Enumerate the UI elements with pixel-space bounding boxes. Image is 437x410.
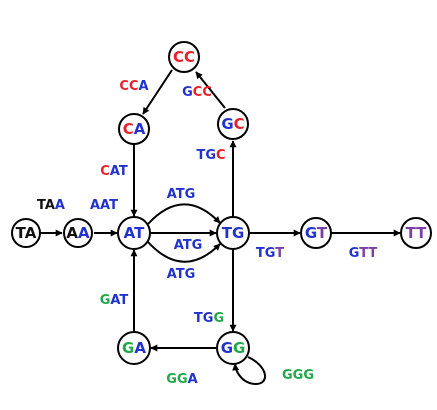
node-ca-label: CA	[123, 120, 146, 138]
edge-ta-aa-label: TAA	[37, 198, 65, 213]
edge-gc-cc	[195, 71, 226, 109]
edge-gc-cc-label: GCC	[182, 85, 212, 100]
edge-label-part: ATG	[167, 267, 196, 282]
edge-label-part: TT	[359, 246, 377, 261]
edge-label-part: A	[188, 372, 198, 387]
node-label-part: A	[134, 120, 146, 138]
node-ga-label: GA	[122, 339, 146, 357]
node-ga-circle	[117, 331, 151, 365]
edge-label-part: C	[216, 148, 226, 163]
edge-label-part: ATG	[167, 187, 196, 202]
edge-label-part: G	[349, 246, 359, 261]
edge-at-tg-bottom-label: ATG	[167, 267, 196, 282]
node-label-part: A	[78, 224, 90, 242]
node-label-part: G	[122, 339, 134, 357]
node-label-part: G	[221, 339, 233, 357]
node-label-part: AT	[124, 224, 145, 242]
edge-label-part: TG	[196, 148, 216, 163]
node-aa: AA	[63, 218, 93, 248]
edge-label-part: ATG	[174, 238, 203, 253]
edge-label-part: GGG	[282, 368, 314, 383]
node-gc-label: GC	[221, 115, 244, 133]
node-ga: GA	[117, 331, 151, 365]
node-label-part: C	[123, 120, 134, 138]
node-label-part: TT	[406, 224, 428, 242]
edge-at-tg-bottom	[147, 241, 221, 263]
node-cc-label: CC	[173, 48, 195, 66]
edge-label-part: AAT	[90, 198, 118, 213]
node-label-part: CC	[173, 48, 195, 66]
node-label-part: G	[233, 339, 245, 357]
node-gg-label: GG	[221, 339, 246, 357]
node-ta-circle	[11, 218, 41, 248]
node-ca-circle	[118, 113, 150, 145]
edge-label-part: CC	[119, 79, 138, 94]
edge-at-tg-mid-label: ATG	[174, 238, 203, 253]
node-at: AT	[117, 216, 151, 250]
node-gg: GG	[216, 331, 250, 365]
edge-label-part: GG	[166, 372, 187, 387]
edge-label-part: G	[213, 311, 224, 326]
edge-gt-tt-label: GTT	[349, 246, 378, 261]
node-cc-circle	[168, 41, 200, 73]
edge-tg-gt-label: TGT	[256, 246, 284, 261]
edge-tg-gc-label: TGC	[196, 148, 225, 163]
node-ta: TA	[11, 218, 41, 248]
node-gg-circle	[216, 331, 250, 365]
node-label-part: G	[221, 115, 233, 133]
node-gt-circle	[300, 217, 332, 249]
edge-at-tg-top-label: ATG	[167, 187, 196, 202]
edge-cc-ca-label: CCA	[119, 79, 148, 94]
edge-label-part: AT	[110, 293, 128, 308]
node-gc-circle	[217, 108, 249, 140]
node-tt-circle	[400, 217, 432, 249]
node-label-part: C	[234, 115, 245, 133]
node-gt: GT	[300, 217, 332, 249]
node-tg-circle	[216, 216, 250, 250]
node-cc: CC	[168, 41, 200, 73]
edge-labels: TAA AAT CAT CCA GCC TGC ATG ATG ATG TGT …	[37, 79, 377, 387]
edge-gg-ga-label: GGA	[166, 372, 197, 387]
node-label-part: TG	[222, 224, 245, 242]
edge-label-part: A	[139, 79, 149, 94]
edge-tg-gg-label: TGG	[194, 311, 224, 326]
node-ca: CA	[118, 113, 150, 145]
edge-label-part: TG	[194, 311, 214, 326]
node-label-part: TA	[16, 224, 37, 242]
edge-label-part: C	[100, 164, 110, 179]
edge-at-tg-top	[147, 203, 221, 225]
node-aa-circle	[63, 218, 93, 248]
edge-cc-ca	[142, 69, 173, 115]
node-tt-label: TT	[406, 224, 428, 242]
edge-label-part: A	[55, 198, 65, 213]
node-gc: GC	[217, 108, 249, 140]
edge-label-part: G	[100, 293, 111, 308]
edge-label-part: AT	[110, 164, 128, 179]
node-aa-label: AA	[66, 224, 90, 242]
edge-label-part: G	[182, 85, 193, 100]
node-tt: TT	[400, 217, 432, 249]
edge-label-part: TA	[37, 198, 55, 213]
edges	[40, 69, 401, 386]
edge-ga-at-label: GAT	[100, 293, 129, 308]
nodes: TA AA AT CA CC GC TG GT	[11, 41, 432, 365]
node-label-part: T	[317, 224, 328, 242]
edge-gg-self-loop-label: GGG	[282, 368, 314, 383]
edge-gg-self-loop	[232, 356, 266, 386]
node-tg: TG	[216, 216, 250, 250]
node-at-label: AT	[124, 224, 145, 242]
edge-label-part: T	[275, 246, 284, 261]
node-label-part: A	[66, 224, 78, 242]
edge-label-part: CC	[193, 85, 212, 100]
node-label-part: A	[134, 339, 146, 357]
edge-label-part: TG	[256, 246, 275, 261]
node-label-part: G	[305, 224, 317, 242]
node-tg-label: TG	[222, 224, 245, 242]
edge-ca-at-label: CAT	[100, 164, 128, 179]
node-ta-label: TA	[16, 224, 37, 242]
node-gt-label: GT	[305, 224, 328, 242]
node-at-circle	[117, 216, 151, 250]
edge-aa-at-label: AAT	[90, 198, 118, 213]
